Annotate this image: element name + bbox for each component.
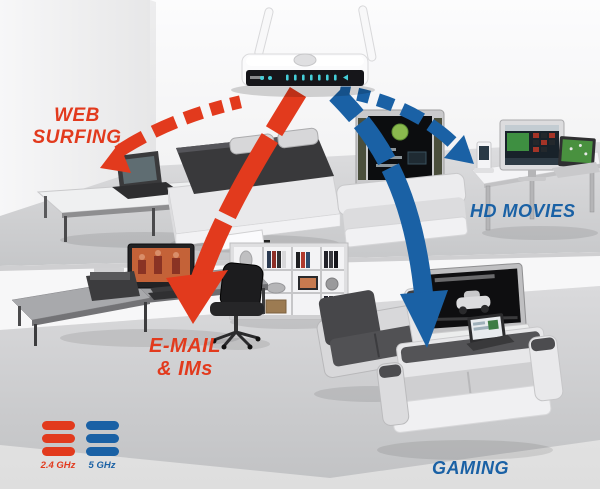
arrow-5ghz-gaming	[329, 87, 434, 299]
printer	[86, 268, 140, 301]
label-hd-movies: HD MOVIES	[470, 201, 576, 221]
signal-arrows	[100, 83, 474, 348]
router-front-panel	[246, 70, 364, 86]
legend-5ghz-label: 5 GHz	[89, 460, 116, 471]
arrowhead-email	[166, 270, 228, 324]
label-gaming: GAMING	[432, 458, 509, 478]
zone-labels: WEB SURFING HD MOVIES E-MAIL & IMs GAMIN…	[33, 105, 576, 478]
legend-24ghz-label: 2.4 GHz	[40, 460, 76, 471]
arrow-24ghz-email	[187, 87, 307, 291]
router-badge	[293, 53, 317, 67]
legend-5ghz-icon	[86, 421, 119, 456]
pillow	[277, 127, 319, 149]
light-sofa	[376, 313, 564, 433]
legend: 2.4 GHz 5 GHz	[40, 421, 119, 471]
arrowhead-hd-movies	[444, 135, 474, 164]
laptop	[112, 151, 182, 199]
label-email-line1: E-MAIL	[149, 335, 221, 357]
media-desk	[471, 119, 600, 231]
legend-24ghz-icon	[42, 421, 75, 456]
arrow-5ghz-hd-movies	[333, 83, 457, 147]
label-web-surfing-line2: SURFING	[33, 127, 122, 148]
label-email-line2: & IMs	[157, 358, 213, 380]
race-car-graphic	[456, 290, 491, 315]
phone-dock	[474, 141, 494, 173]
console-logo	[391, 123, 409, 141]
router-led-strip	[260, 74, 348, 81]
wireless-router	[231, 5, 377, 97]
laptop-on-sofa	[466, 313, 515, 351]
arrowhead-web-surfing	[100, 143, 131, 173]
arrow-24ghz-web-surfing	[114, 86, 289, 158]
arrowhead-gaming	[400, 290, 448, 348]
desk-laptop	[552, 136, 600, 178]
tv-speaker-right	[434, 118, 442, 180]
tv-speaker-left	[358, 118, 366, 180]
router-antenna-right	[358, 5, 377, 62]
wall-corner-shadow	[150, 0, 156, 168]
desktop-monitor	[499, 119, 565, 181]
label-web-surfing-line1: WEB	[54, 105, 100, 126]
office-chair	[210, 262, 264, 350]
